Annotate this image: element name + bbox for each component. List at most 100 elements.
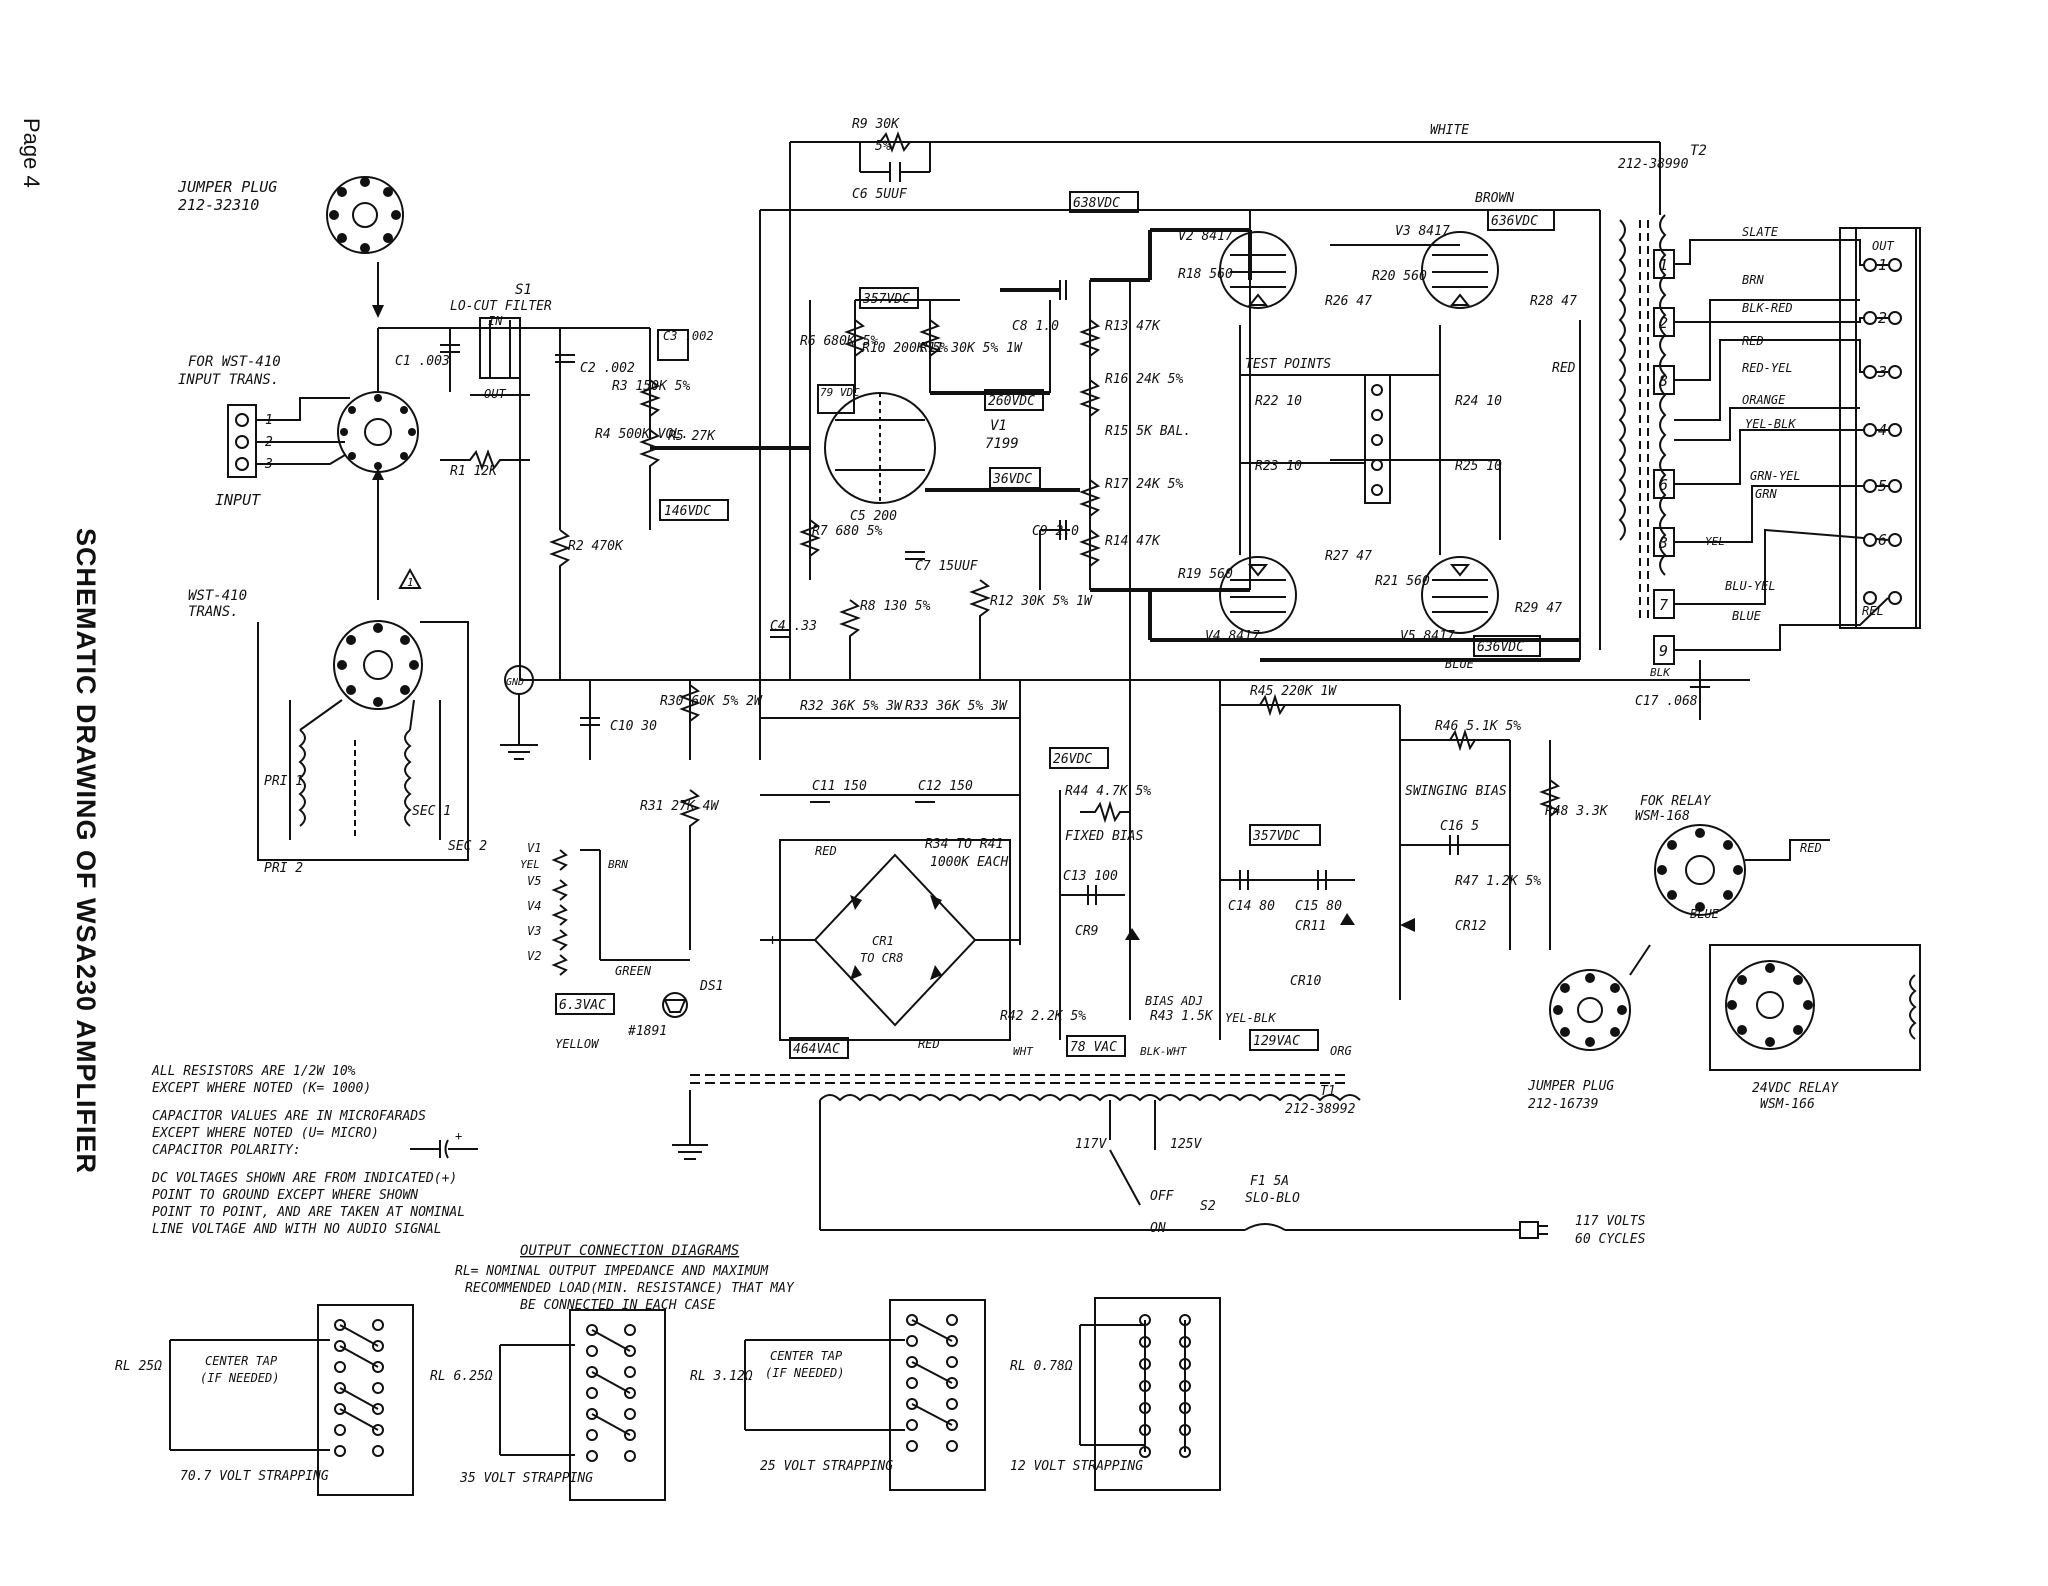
cr9-label: CR9 — [1075, 924, 1098, 939]
jumper-plug-top — [326, 176, 404, 318]
c13-label: C13 100 — [1063, 869, 1118, 884]
c1-label: C1 .003 — [395, 354, 450, 369]
r22-label: R22 10 — [1255, 394, 1302, 409]
mains-label-2: 60 CYCLES — [1575, 1232, 1646, 1247]
r7-label: R7 680 5% — [812, 524, 883, 539]
note-1: ALL RESISTORS ARE 1/2W 10% — [151, 1064, 356, 1079]
r3-label: R3 150K 5% — [612, 379, 690, 394]
relay-24-label: 24VDC RELAY — [1752, 1081, 1839, 1096]
r16-label: R16 24K 5% — [1105, 372, 1183, 387]
strap-panel-1 — [169, 1304, 414, 1496]
input-terminal-strip: 123 — [227, 397, 350, 478]
c6-label: C6 5UUF — [852, 187, 908, 202]
r11-label: R11 30K 5% 1W — [920, 341, 1023, 356]
r14-label: R14 47K — [1105, 534, 1161, 549]
coupling-caps — [1000, 280, 1070, 590]
blue-label: BLUE — [1732, 609, 1762, 623]
test-points — [1239, 325, 1441, 555]
strap-panel-2 — [499, 1309, 666, 1501]
svg-text:1: 1 — [407, 576, 414, 589]
fok-relay-label: FOK RELAY — [1640, 794, 1712, 809]
r29-label: R29 47 — [1515, 601, 1562, 616]
c16-label: C16 5 — [1440, 819, 1479, 834]
r7-resistor — [799, 519, 821, 557]
r4-label: R4 500K VOL. — [595, 427, 689, 442]
r34-value: 1000K EACH — [930, 855, 1008, 870]
v1-plate-wiring — [759, 141, 1630, 760]
v260-label: 260VDC — [988, 394, 1035, 409]
cr12-diode — [1400, 918, 1415, 932]
red-label: RED — [1742, 334, 1764, 348]
r27-label: R27 47 — [1325, 549, 1372, 564]
jack-5: 5 — [1878, 477, 1887, 495]
v260-box — [984, 389, 1044, 411]
r44-resistor — [1080, 800, 1130, 824]
on-label: ON — [1150, 1221, 1166, 1236]
r21-label: R21 560 — [1375, 574, 1430, 589]
cr1-label: CR1 — [872, 934, 894, 948]
v464vac-box — [789, 1037, 849, 1059]
v63vac-box — [555, 993, 615, 1015]
jack-4: 4 — [1878, 421, 1887, 439]
v636-bot-box — [1473, 635, 1541, 657]
brown-top-label: BROWN — [1475, 191, 1514, 206]
c10-label: C10 30 — [610, 719, 657, 734]
r19-label: R19 560 — [1178, 567, 1233, 582]
v36-box — [989, 467, 1041, 489]
wst410-transformer — [257, 621, 469, 861]
r2-resistor — [549, 529, 571, 680]
jack-rel: REL — [1862, 604, 1884, 618]
r31-label: R31 27K 4W — [640, 799, 719, 814]
v129vac-label: 129VAC — [1253, 1034, 1300, 1049]
orange-label: ORANGE — [1742, 393, 1786, 407]
r45-label: R45 220K 1W — [1250, 684, 1337, 699]
v26-box — [1049, 747, 1109, 769]
r2-label: R2 470K — [568, 539, 624, 554]
c7-label: C7 15UUF — [915, 559, 979, 574]
brn-label: BRN — [1742, 273, 1764, 287]
slate-label: SLATE — [1742, 225, 1779, 239]
svg-text:+: + — [768, 931, 777, 949]
v146-box — [659, 499, 729, 521]
panel-2-rl: RL 6.25Ω — [430, 1369, 493, 1384]
c17-capacitor — [1690, 660, 1710, 720]
r46-label: R46 5.1K 5% — [1435, 719, 1521, 734]
blu-yel-label: BLU-YEL — [1725, 579, 1776, 593]
cr11-diode — [1340, 913, 1355, 925]
r1-label: R1 12K — [450, 464, 498, 479]
heater-v5: V5 — [527, 874, 541, 888]
c12-label: C12 150 — [918, 779, 973, 794]
r12-resistor — [969, 579, 991, 680]
output-jacks — [1863, 258, 1902, 605]
r43-label: R43 1.5K — [1150, 1009, 1214, 1024]
v357-mid-label: 357VDC — [1252, 829, 1300, 844]
v357-top-box — [859, 287, 919, 309]
r23-label: R23 10 — [1255, 459, 1302, 474]
jack-3: 3 — [1877, 363, 1887, 381]
r9-tol: 5% — [875, 139, 891, 154]
wst410-trans-label-1: WST-410 — [188, 588, 247, 604]
r28-label: R28 47 — [1530, 294, 1577, 309]
v117-label: 117V — [1075, 1137, 1107, 1152]
v125-label: 125V — [1170, 1137, 1202, 1152]
v129vac-box — [1249, 1029, 1319, 1051]
relay-24vdc — [1709, 944, 1921, 1071]
tap-2: 2 — [1659, 314, 1668, 332]
pri2-label: PRI 2 — [264, 861, 303, 876]
v2-label: V2 8417 — [1178, 229, 1233, 244]
fok-relay-socket: RED — [1654, 824, 1830, 916]
swinging-bias-label: SWINGING BIAS — [1405, 784, 1507, 799]
note-2: EXCEPT WHERE NOTED (K= 1000) — [152, 1081, 371, 1096]
tap-3: 8 — [1659, 372, 1668, 390]
cr10-label: CR10 — [1290, 974, 1321, 989]
r26-label: R26 47 — [1325, 294, 1372, 309]
wst410-trans-label-2: TRANS. — [188, 604, 239, 620]
blk-wht-label: BLK-WHT — [1140, 1045, 1188, 1058]
r30-c10 — [580, 680, 701, 760]
r10-resistor — [844, 319, 866, 357]
s1-out-label: OUT — [484, 387, 506, 401]
v79-label: 79 VDC — [820, 386, 860, 399]
s1-label: S1 — [515, 282, 532, 298]
fok-relay-pn: WSM-168 — [1635, 809, 1690, 824]
jumper-plug-bottom-label: JUMPER PLUG — [1527, 1079, 1614, 1094]
